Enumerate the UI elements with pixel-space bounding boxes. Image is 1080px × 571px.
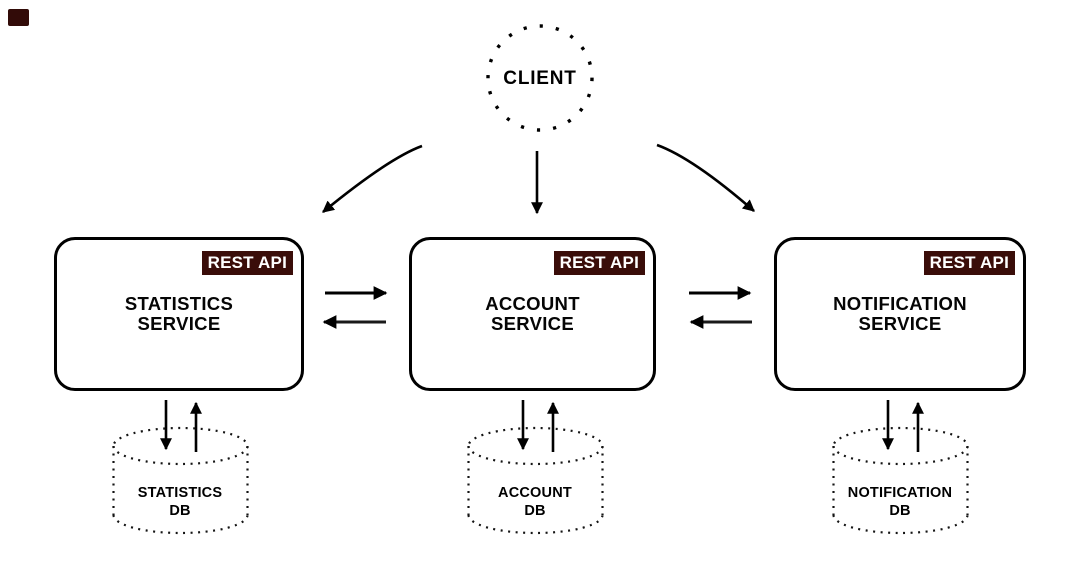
rest-api-badge: REST API [201, 251, 293, 275]
account-db-label: ACCOUNT DB [465, 484, 605, 520]
client-node-circle [486, 24, 594, 132]
client-to-notification-arrow [656, 143, 755, 212]
service-box-notification: REST API NOTIFICATION SERVICE [774, 237, 1026, 391]
db-label-line1: ACCOUNT [498, 485, 572, 501]
db-label-line2: DB [169, 503, 191, 519]
service-title-statistics: STATISTICS SERVICE [125, 294, 233, 334]
rest-api-badge: REST API [923, 251, 1015, 275]
db-label-line2: DB [524, 503, 546, 519]
service-title-line2: SERVICE [137, 313, 221, 334]
service-title-line1: ACCOUNT [485, 293, 580, 314]
service-title-line2: SERVICE [858, 313, 942, 334]
service-box-account: REST API ACCOUNT SERVICE [409, 237, 656, 391]
client-node-label: CLIENT [503, 68, 577, 89]
client-to-statistics-arrow [322, 144, 423, 214]
service-title-account: ACCOUNT SERVICE [485, 294, 580, 334]
service-box-statistics: REST API STATISTICS SERVICE [54, 237, 304, 391]
service-title-line1: NOTIFICATION [833, 293, 967, 314]
service-title-line1: STATISTICS [124, 293, 234, 314]
corner-mark [8, 9, 29, 26]
service-title-notification: NOTIFICATION SERVICE [833, 294, 967, 334]
service-title-line2: SERVICE [491, 313, 574, 334]
db-label-line2: DB [889, 503, 911, 519]
db-label-line1: STATISTICS [137, 485, 223, 501]
rest-api-badge: REST API [553, 251, 645, 275]
db-label-line1: NOTIFICATION [847, 485, 953, 501]
notification-db-label: NOTIFICATION DB [830, 484, 970, 520]
statistics-db-label: STATISTICS DB [110, 484, 250, 520]
